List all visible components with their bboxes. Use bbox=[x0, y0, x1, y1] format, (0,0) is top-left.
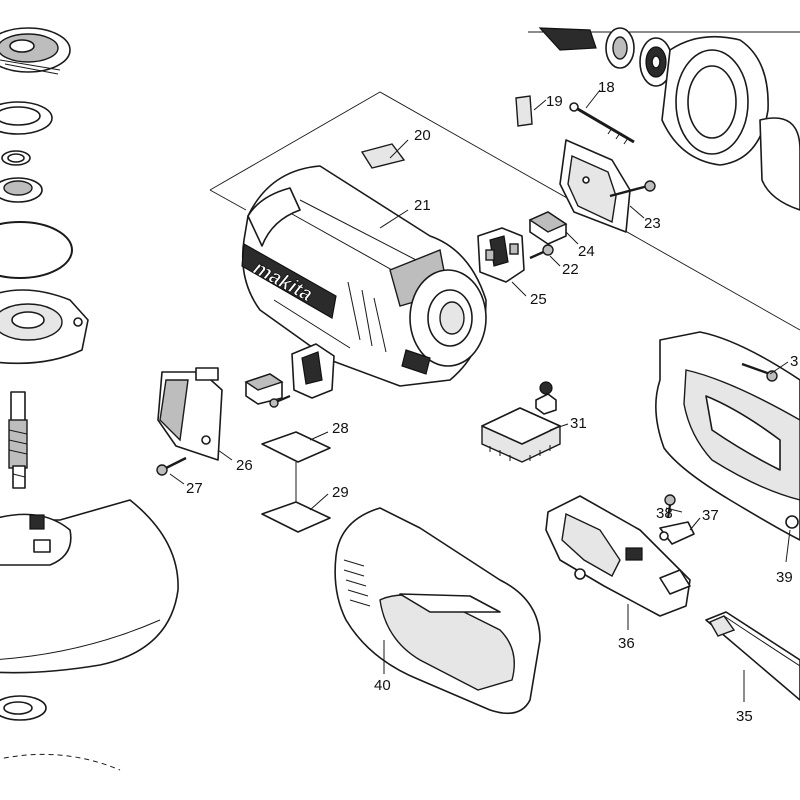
label-3x: 3 bbox=[790, 353, 798, 370]
part-21-motor-housing: makita bbox=[241, 165, 487, 387]
label-26: 26 bbox=[236, 457, 253, 474]
wheel-guard bbox=[0, 499, 179, 771]
label-21: 21 bbox=[414, 197, 431, 214]
spindle-assembly bbox=[0, 27, 89, 489]
label-40: 40 bbox=[374, 677, 391, 694]
part-26-cover bbox=[157, 367, 223, 461]
part-number-labels: 18 19 20 21 22 23 24 25 26 27 28 29 31 3… bbox=[186, 79, 798, 725]
label-38: 38 bbox=[656, 505, 673, 522]
label-35: 35 bbox=[736, 708, 753, 725]
part-19 bbox=[515, 95, 533, 127]
part-25-holder bbox=[477, 227, 525, 283]
label-19: 19 bbox=[546, 93, 563, 110]
part-39-handle bbox=[655, 331, 800, 541]
part-27-screw bbox=[156, 456, 187, 476]
part-36-switch bbox=[545, 495, 691, 617]
part-22-screw bbox=[529, 244, 554, 260]
part-35-cord-guard bbox=[705, 611, 800, 701]
label-22: 22 bbox=[562, 261, 579, 278]
part-38-screw bbox=[664, 494, 676, 519]
label-31: 31 bbox=[570, 415, 587, 432]
part-31-controller bbox=[481, 381, 561, 463]
part-3x-screw bbox=[741, 362, 778, 382]
rotor-bearings bbox=[538, 27, 800, 211]
label-20: 20 bbox=[414, 127, 431, 144]
part-20 bbox=[360, 143, 406, 169]
label-24: 24 bbox=[578, 243, 595, 260]
label-36: 36 bbox=[618, 635, 635, 652]
label-18: 18 bbox=[598, 79, 615, 96]
label-29: 29 bbox=[332, 484, 349, 501]
part-28-sheet bbox=[261, 431, 331, 463]
part-23-plate bbox=[559, 139, 656, 233]
label-39: 39 bbox=[776, 569, 793, 586]
part-37-clip bbox=[659, 521, 695, 545]
label-23: 23 bbox=[644, 215, 661, 232]
leader-lines bbox=[169, 89, 791, 702]
part-24-brush bbox=[528, 211, 568, 245]
label-37: 37 bbox=[702, 507, 719, 524]
label-28: 28 bbox=[332, 420, 349, 437]
label-27: 27 bbox=[186, 480, 203, 497]
brush-holder-lower bbox=[244, 343, 335, 408]
part-29-sheet bbox=[261, 501, 331, 533]
label-25: 25 bbox=[530, 291, 547, 308]
part-18-screw bbox=[569, 102, 635, 145]
part-40-housing bbox=[334, 507, 541, 715]
